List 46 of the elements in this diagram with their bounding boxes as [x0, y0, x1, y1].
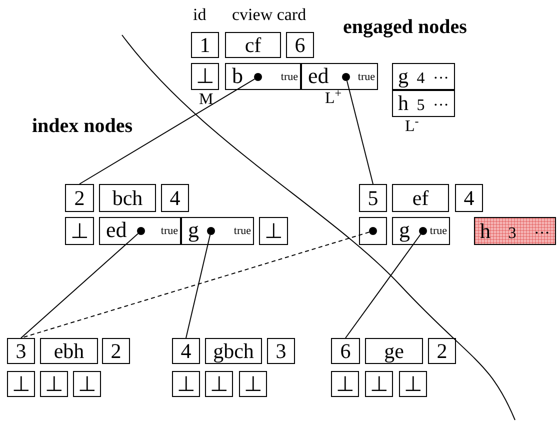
record-cell: 2: [65, 184, 94, 212]
record-cell: ⊥: [331, 371, 359, 397]
column-heading: cview card: [232, 6, 306, 23]
record-cell: 5: [359, 184, 387, 212]
record-cell: 4: [161, 184, 189, 212]
pointer-cell: [359, 217, 387, 245]
record-cell: 3: [267, 338, 295, 364]
record-cell: 2: [102, 338, 130, 364]
record-cell: cf: [225, 32, 281, 58]
record-cell: ⊥: [7, 371, 35, 397]
record-cell: ed true: [301, 63, 378, 90]
section-title: engaged nodes: [343, 17, 467, 37]
record-cell: 4: [455, 184, 483, 212]
record-cell: ebh: [40, 338, 98, 364]
record-cell: ⊥: [73, 371, 101, 397]
highlighted-entry-cell: h 3 ···: [474, 217, 556, 245]
field-label: L$^{-}$: [405, 119, 419, 135]
record-cell: ⊥: [172, 371, 200, 397]
record-cell: 3: [7, 338, 35, 364]
record-cell: ⊥: [399, 371, 427, 397]
record-cell: 2: [428, 338, 456, 364]
record-cell: h 5 ···: [392, 90, 455, 117]
record-cell: ge: [365, 338, 423, 364]
record-cell: 6: [331, 338, 360, 364]
field-label: L$^{+}$: [325, 91, 342, 107]
column-heading: id: [193, 6, 206, 23]
section-title: index nodes: [32, 116, 133, 136]
record-cell: ⊥: [365, 371, 393, 397]
record-cell: ⊥: [259, 217, 288, 245]
record-cell: ⊥: [191, 63, 219, 90]
record-cell: gbch: [205, 338, 262, 364]
field-label: M: [199, 92, 214, 108]
record-cell: ef: [392, 184, 449, 212]
record-cell: ⊥: [239, 371, 267, 397]
record-cell: g true: [392, 217, 450, 245]
record-cell: ed true: [99, 217, 181, 245]
record-cell: g 4 ···: [392, 63, 455, 90]
record-cell: 4: [172, 338, 200, 364]
record-cell: ⊥: [40, 371, 68, 397]
record-cell: ⊥: [205, 371, 233, 397]
record-cell: bch: [99, 184, 156, 212]
record-cell: b true: [225, 63, 301, 90]
record-cell: 1: [191, 32, 219, 58]
record-cell: 6: [286, 32, 314, 58]
record-cell: g true: [181, 217, 254, 245]
record-cell: ⊥: [65, 217, 94, 245]
